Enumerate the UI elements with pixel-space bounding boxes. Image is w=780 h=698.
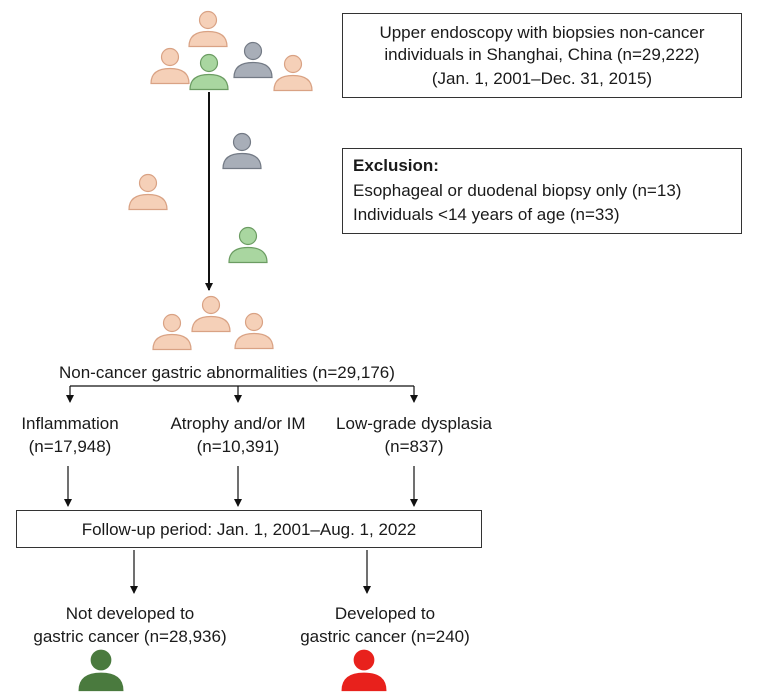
outcome-not-developed-line-1: Not developed to bbox=[65, 604, 195, 623]
exclusion-item-2: Individuals <14 years of age (n=33) bbox=[353, 205, 620, 224]
person-head bbox=[244, 312, 264, 332]
person-body bbox=[191, 315, 231, 333]
group-dysplasia-name: Low-grade dysplasia bbox=[336, 414, 492, 433]
person-icon bbox=[189, 53, 229, 91]
followup-label: Follow-up period: Jan. 1, 2001–Aug. 1, 2… bbox=[81, 520, 417, 539]
person-icon bbox=[234, 312, 274, 350]
group-atrophy-count: (n=10,391) bbox=[196, 437, 280, 456]
person-body bbox=[222, 152, 262, 170]
exclusion-item-1: Esophageal or duodenal biopsy only (n=13… bbox=[353, 181, 682, 200]
person-head bbox=[198, 10, 218, 30]
outcome-developed-line-1: Developed to bbox=[334, 604, 436, 623]
person-icon bbox=[191, 295, 231, 333]
person-head bbox=[353, 649, 375, 671]
person-head bbox=[138, 173, 158, 193]
person-icon bbox=[152, 313, 192, 351]
person-body bbox=[189, 73, 229, 91]
person-body bbox=[188, 30, 228, 48]
person-body bbox=[341, 672, 387, 692]
exclusion-title: Exclusion: bbox=[353, 156, 439, 175]
group-atrophy-name: Atrophy and/or IM bbox=[170, 414, 306, 433]
person-icon bbox=[222, 132, 262, 170]
cohort-line-3: (Jan. 1, 2001–Dec. 31, 2015) bbox=[431, 69, 653, 88]
person-body bbox=[234, 332, 274, 350]
person-body bbox=[233, 61, 273, 79]
abnormalities-label: Non-cancer gastric abnormalities (n=29,1… bbox=[59, 363, 395, 382]
person-head bbox=[201, 295, 221, 315]
cohort-box: Upper endoscopy with biopsies non-cancer… bbox=[342, 13, 742, 98]
person-icon bbox=[273, 54, 313, 92]
person-head bbox=[283, 54, 303, 74]
person-body bbox=[228, 246, 268, 264]
group-inflammation-name: Inflammation bbox=[21, 414, 119, 433]
cohort-line-1: Upper endoscopy with biopsies non-cancer bbox=[379, 23, 705, 42]
person-icon bbox=[150, 47, 190, 85]
person-body bbox=[128, 193, 168, 211]
person-head bbox=[238, 226, 258, 246]
exclusion-box: Exclusion: Esophageal or duodenal biopsy… bbox=[342, 148, 742, 234]
person-body bbox=[78, 672, 124, 692]
outcome-developed-line-2: gastric cancer (n=240) bbox=[300, 627, 470, 646]
group-dysplasia-count: (n=837) bbox=[384, 437, 444, 456]
person-head bbox=[232, 132, 252, 152]
person-icon bbox=[128, 173, 168, 211]
person-icon bbox=[78, 649, 124, 692]
person-icon bbox=[341, 649, 387, 692]
person-head bbox=[160, 47, 180, 67]
person-icon bbox=[233, 41, 273, 79]
person-icon bbox=[228, 226, 268, 264]
person-icons-layer bbox=[78, 10, 387, 692]
person-icon bbox=[188, 10, 228, 48]
person-head bbox=[162, 313, 182, 333]
person-head bbox=[243, 41, 263, 61]
person-head bbox=[90, 649, 112, 671]
person-head bbox=[199, 53, 219, 73]
group-inflammation-count: (n=17,948) bbox=[28, 437, 112, 456]
outcome-not-developed-line-2: gastric cancer (n=28,936) bbox=[33, 627, 227, 646]
cohort-line-2: individuals in Shanghai, China (n=29,222… bbox=[384, 45, 700, 64]
person-body bbox=[150, 67, 190, 85]
person-body bbox=[273, 74, 313, 92]
person-body bbox=[152, 333, 192, 351]
followup-box: Follow-up period: Jan. 1, 2001–Aug. 1, 2… bbox=[16, 510, 482, 548]
